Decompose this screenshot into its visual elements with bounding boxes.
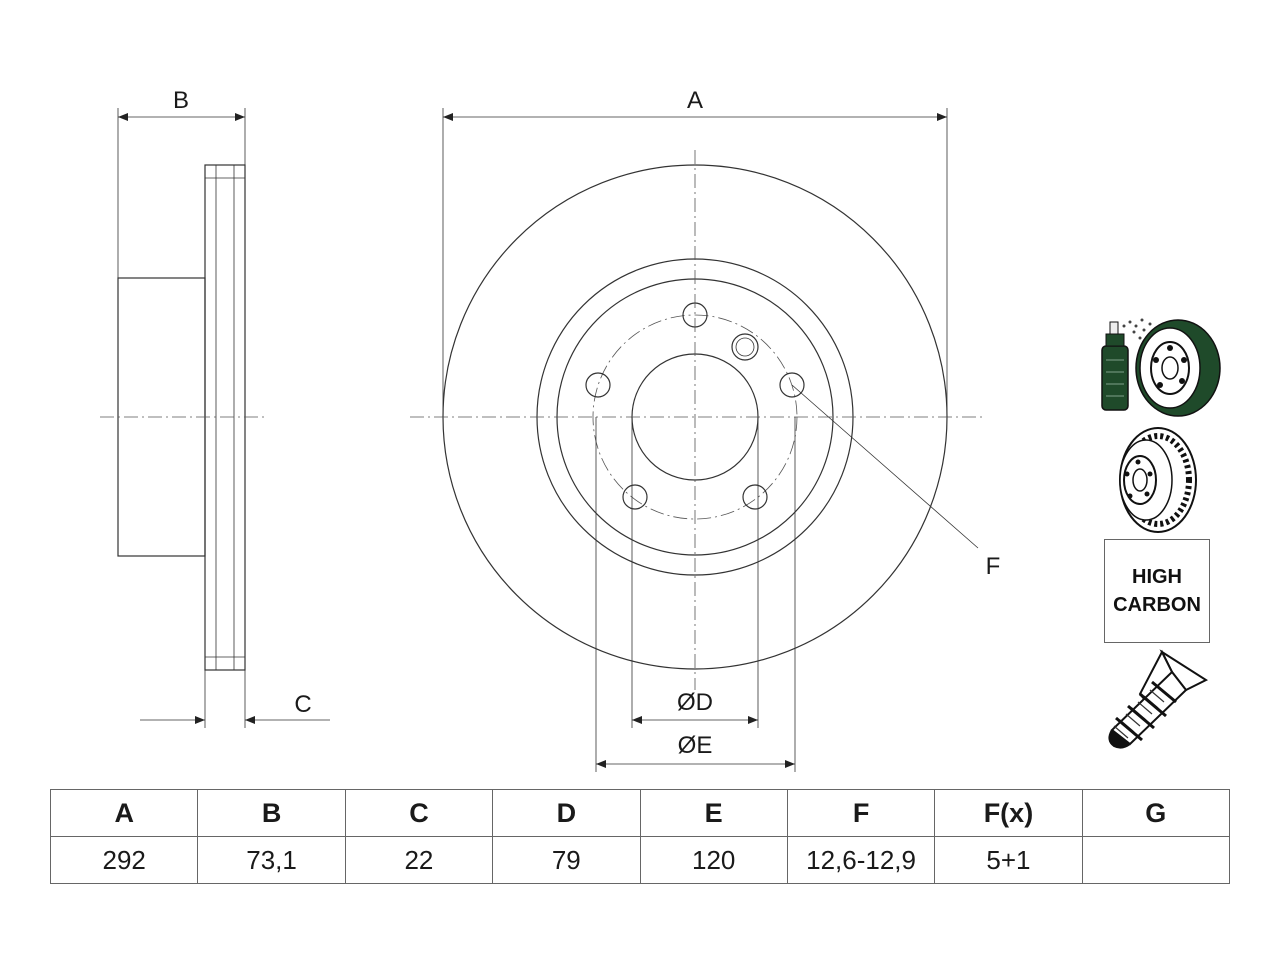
spec-value-fx: 5+1 [934,836,1083,884]
spec-value-d: 79 [492,836,641,884]
dim-label-e: ØE [678,732,713,759]
spec-header-f: F [786,789,936,837]
spec-header-g: G [1081,789,1231,837]
dim-label-d: ØD [677,689,713,716]
high-carbon-badge: HIGH CARBON [1104,539,1210,643]
spec-value-row: 292 73,1 22 79 120 12,6-12,9 5+1 [49,836,1231,884]
ventilated-disc-icon [1119,427,1197,533]
screw-icon [1108,649,1209,749]
dim-label-a: A [687,87,703,114]
high-carbon-line2: CARBON [1113,594,1201,616]
side-view: B C [100,87,330,728]
spec-header-e: E [639,789,788,837]
dim-label-b: B [173,87,189,114]
spec-header-c: C [344,789,494,837]
spec-value-c: 22 [344,836,494,884]
high-carbon-line1: HIGH [1132,566,1182,588]
spec-table: A B C D E F F(x) G 292 73,1 22 79 120 12… [49,789,1231,884]
spec-value-f: 12,6-12,9 [786,836,936,884]
spec-header-d: D [492,789,641,837]
technical-drawing: B C A F ØD [100,87,1221,772]
spec-header-b: B [197,789,346,837]
spec-value-e: 120 [639,836,788,884]
dim-label-c: C [294,691,311,718]
spec-value-b: 73,1 [197,836,346,884]
dim-label-f: F [986,553,1001,580]
spec-header-row: A B C D E F F(x) G [49,789,1231,837]
spec-header-fx: F(x) [934,789,1083,837]
spec-header-a: A [49,789,199,837]
coated-disc-icon [1101,318,1221,417]
spec-value-a: 292 [49,836,199,884]
front-view: A F ØD ØE [410,87,1000,772]
spec-value-g [1081,836,1231,884]
